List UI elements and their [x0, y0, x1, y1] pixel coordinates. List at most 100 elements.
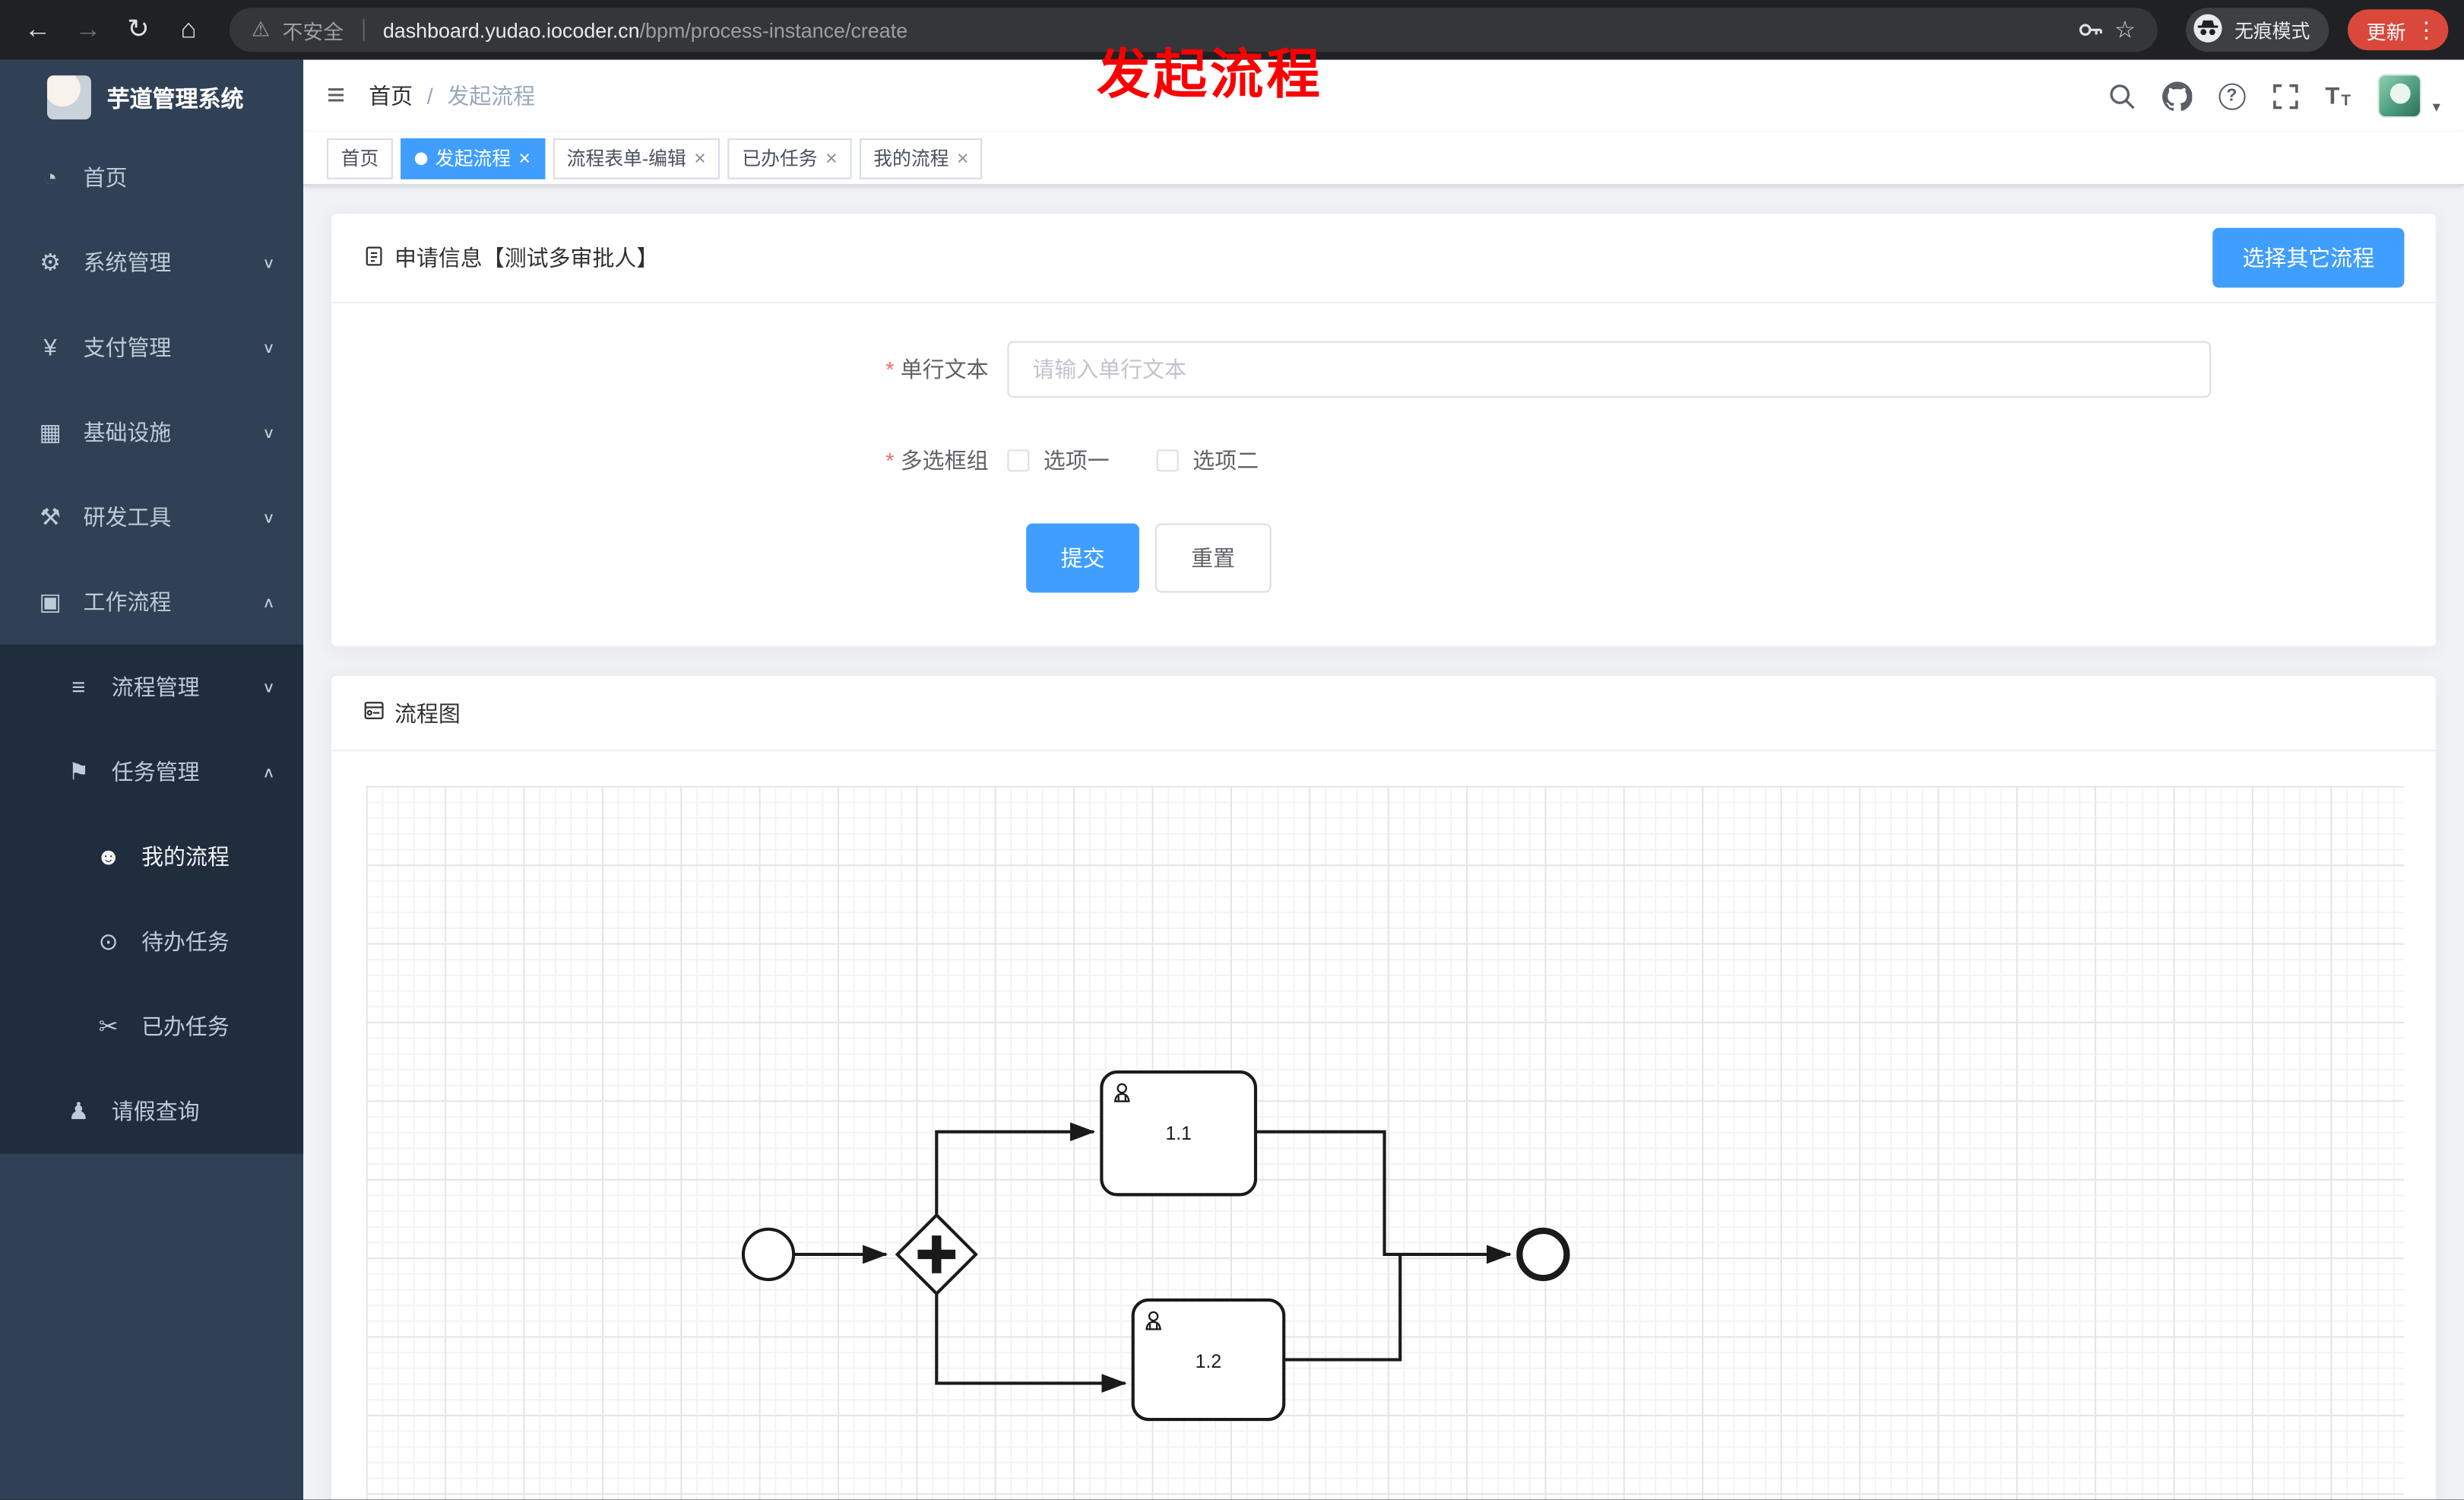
- sidebar-item-devtools[interactable]: ⚒ 研发工具 ∨: [0, 474, 303, 560]
- url-text[interactable]: dashboard.yudao.iocoder.cn /bpm/process-…: [383, 18, 907, 42]
- checkbox-option-2[interactable]: 选项二: [1156, 445, 1259, 476]
- sidebar-item-label: 首页: [83, 165, 128, 191]
- back-icon[interactable]: ←: [24, 14, 52, 44]
- bookmark-star-icon[interactable]: ☆: [2114, 17, 2136, 44]
- browser-menu-dots-icon[interactable]: ⋮: [2415, 16, 2437, 42]
- user-task-1-2[interactable]: [1131, 1298, 1286, 1422]
- single-line-text-input[interactable]: [1007, 341, 2212, 398]
- tags-view-bar: 首页 发起流程 × 流程表单-编辑 × 已办任务 × 我的流程 ×: [303, 132, 2464, 186]
- checkbox-group-label-text: 多选框组: [900, 448, 989, 474]
- chevron-down-icon: ∨: [262, 679, 275, 696]
- breadcrumb: 首页 / 发起流程: [369, 80, 535, 111]
- select-other-process-button[interactable]: 选择其它流程: [2212, 227, 2405, 288]
- fullscreen-icon[interactable]: [2272, 83, 2298, 109]
- sidebar-item-task-management[interactable]: ⚑ 任务管理 ∧: [0, 729, 303, 814]
- flow-gateway-to-task2: [935, 1292, 1127, 1393]
- user-task-icon: [1113, 1083, 1130, 1102]
- checkbox-icon[interactable]: [1156, 449, 1179, 472]
- sidebar-item-label: 工作流程: [83, 589, 172, 615]
- home-icon[interactable]: ⌂: [180, 14, 197, 44]
- dashboard-icon: ◔: [43, 164, 58, 192]
- diagram-card-header: 流程图: [331, 676, 2436, 752]
- avatar-caret-down-icon[interactable]: ▾: [2432, 98, 2440, 116]
- breadcrumb-home[interactable]: 首页: [369, 83, 413, 109]
- apply-info-title-text: 申请信息【测试多审批人】: [394, 245, 659, 271]
- chevron-up-icon: ∧: [262, 595, 275, 611]
- help-icon[interactable]: ?: [2218, 82, 2245, 109]
- diagram-icon: [363, 699, 385, 726]
- sidebar-item-infrastructure[interactable]: ▦ 基础设施 ∨: [0, 390, 303, 475]
- required-asterisk: *: [885, 357, 895, 382]
- user-task-1-1[interactable]: [1100, 1070, 1258, 1197]
- address-bar[interactable]: ⚠ 不安全 dashboard.yudao.iocoder.cn /bpm/pr…: [229, 8, 2158, 52]
- checkbox-option-1[interactable]: 选项一: [1007, 445, 1110, 476]
- tab-close-icon[interactable]: ×: [825, 146, 838, 170]
- breadcrumb-separator: /: [426, 83, 433, 109]
- tab-close-icon[interactable]: ×: [694, 146, 706, 170]
- required-asterisk: *: [885, 448, 895, 474]
- end-event[interactable]: [1516, 1227, 1570, 1282]
- tab-home[interactable]: 首页: [327, 137, 393, 179]
- reload-icon[interactable]: ↻: [127, 14, 150, 44]
- sidebar-item-label: 请假查询: [111, 1099, 200, 1124]
- flow-task2-to-end: [1284, 1254, 1402, 1362]
- text-field-label: *单行文本: [331, 354, 1007, 385]
- sidebar-item-done-tasks[interactable]: ✂ 已办任务: [0, 984, 303, 1069]
- tab-create-process[interactable]: 发起流程 ×: [401, 137, 545, 179]
- tab-process-form-edit[interactable]: 流程表单-编辑 ×: [553, 137, 721, 179]
- form-actions-row: 提交 重置: [331, 523, 2436, 593]
- tab-my-process[interactable]: 我的流程 ×: [859, 137, 983, 179]
- start-event[interactable]: [741, 1227, 796, 1282]
- person-chat-icon: ☻: [96, 843, 121, 871]
- browser-update-button[interactable]: 更新 ⋮: [2347, 9, 2449, 51]
- sidebar: 芋道管理系统 ◔ 首页 ⚙ 系统管理 ∨ ¥ 支付管理 ∨ ▦ 基础设施 ∨ ⚒…: [0, 59, 304, 1500]
- sidebar-item-system-management[interactable]: ⚙ 系统管理 ∨: [0, 220, 303, 305]
- gear-icon: ⚙: [40, 249, 62, 277]
- sidebar-item-todo-tasks[interactable]: ⊙ 待办任务: [0, 899, 303, 985]
- not-secure-warning-icon: ⚠: [251, 17, 270, 41]
- sidebar-item-process-management[interactable]: ≡ 流程管理 ∨: [0, 645, 303, 730]
- tab-close-icon[interactable]: ×: [956, 146, 969, 170]
- parallel-gateway-plus-icon: [917, 1235, 956, 1273]
- url-path: /bpm/process-instance/create: [639, 17, 908, 42]
- password-key-icon[interactable]: [2076, 17, 2101, 43]
- sidebar-item-label: 待办任务: [141, 928, 230, 955]
- tab-done-tasks[interactable]: 已办任务 ×: [727, 137, 852, 179]
- user-avatar[interactable]: [2377, 74, 2422, 119]
- eye-icon: ⊙: [98, 928, 119, 956]
- checkbox-group-label: *多选框组: [331, 445, 1007, 476]
- browser-chrome: ← → ↻ ⌂ ⚠ 不安全 dashboard.yudao.iocoder.cn…: [0, 0, 2464, 60]
- sidebar-item-workflow[interactable]: ▣ 工作流程 ∧: [0, 560, 303, 645]
- sidebar-item-home[interactable]: ◔ 首页: [0, 135, 303, 220]
- checkbox-icon[interactable]: [1007, 449, 1030, 472]
- diagram-card-title: 流程图: [363, 697, 461, 728]
- flow-gateway-to-task1: [935, 1122, 1096, 1217]
- forward-icon[interactable]: →: [74, 14, 102, 44]
- font-size-small: T: [2341, 91, 2352, 109]
- reset-button[interactable]: 重置: [1154, 523, 1272, 593]
- task-1-1-label: 1.1: [1165, 1124, 1191, 1144]
- font-size-icon[interactable]: T T: [2325, 83, 2351, 109]
- sidebar-collapse-icon[interactable]: ≡: [327, 78, 346, 113]
- bpmn-canvas[interactable]: 1.1 1.2: [366, 785, 2405, 1500]
- checkbox-group-row: *多选框组 选项一 选项二: [331, 433, 2436, 489]
- tab-label: 首页: [340, 147, 379, 170]
- sidebar-item-leave-query[interactable]: ♟ 请假查询: [0, 1069, 303, 1154]
- header-actions: ? T T ▾: [2108, 74, 2440, 119]
- tab-label: 我的流程: [873, 147, 949, 170]
- url-domain: dashboard.yudao.iocoder.cn: [382, 17, 640, 42]
- search-icon[interactable]: [2108, 83, 2135, 109]
- apply-info-card-title: 申请信息【测试多审批人】: [363, 242, 659, 273]
- sidebar-item-my-process[interactable]: ☻ 我的流程: [0, 814, 303, 899]
- tab-label: 发起流程: [435, 147, 511, 170]
- github-icon[interactable]: [2162, 81, 2192, 110]
- diagram-body: 1.1 1.2: [331, 751, 2436, 1500]
- tab-close-icon[interactable]: ×: [518, 146, 531, 170]
- sidebar-item-label: 系统管理: [83, 249, 172, 275]
- not-secure-label[interactable]: 不安全: [282, 19, 344, 43]
- submit-button[interactable]: 提交: [1026, 523, 1140, 593]
- logo[interactable]: 芋道管理系统: [0, 60, 303, 135]
- chevron-down-icon: ∨: [262, 509, 275, 526]
- sidebar-item-payment-management[interactable]: ¥ 支付管理 ∨: [0, 305, 303, 390]
- process-diagram-card: 流程图: [330, 674, 2437, 1500]
